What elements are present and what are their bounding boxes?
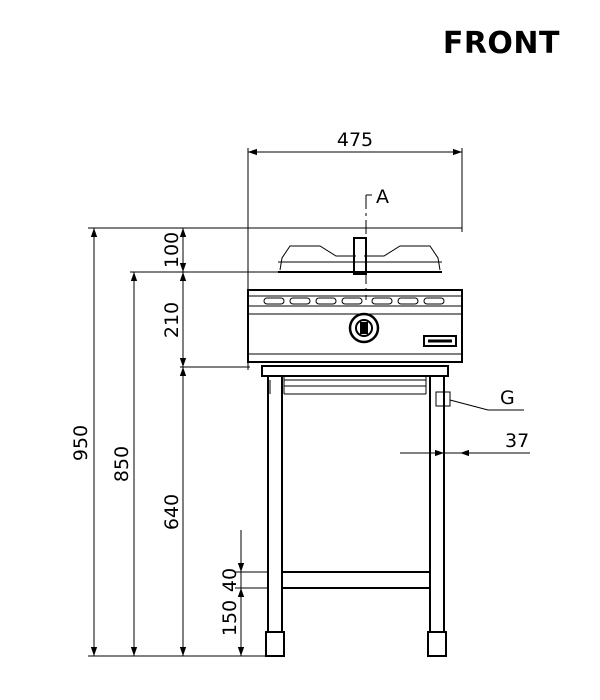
body-height-label: 210 bbox=[161, 302, 183, 338]
section-label: A bbox=[376, 186, 389, 208]
burner-top bbox=[278, 237, 442, 275]
stand bbox=[261, 365, 451, 657]
section-marker: A bbox=[365, 186, 389, 300]
appliance-body bbox=[247, 289, 463, 363]
foot-height-label: 150 bbox=[219, 600, 241, 636]
width-dimension-label: 475 bbox=[337, 129, 373, 151]
stand-height-label: 640 bbox=[161, 494, 183, 530]
shelf-height-label: 40 bbox=[219, 568, 241, 592]
total-height-label: 950 bbox=[70, 425, 92, 461]
offset-dimension: 37 bbox=[400, 430, 530, 457]
offset-label: 37 bbox=[505, 430, 529, 452]
shelf-dimension: 40 150 bbox=[219, 530, 245, 656]
view-title: FRONT bbox=[442, 26, 560, 61]
gas-connection-label: G bbox=[500, 387, 515, 409]
work-height-label: 850 bbox=[111, 446, 133, 482]
control-knob bbox=[348, 312, 380, 344]
total-height-dimension: 950 bbox=[70, 228, 98, 656]
stand-height-dimension: 100 210 640 bbox=[161, 228, 187, 656]
work-height-dimension: 850 bbox=[111, 272, 138, 656]
vent-slots bbox=[263, 297, 445, 305]
gas-connection-callout: G bbox=[449, 387, 524, 411]
top-height-label: 100 bbox=[161, 232, 183, 268]
